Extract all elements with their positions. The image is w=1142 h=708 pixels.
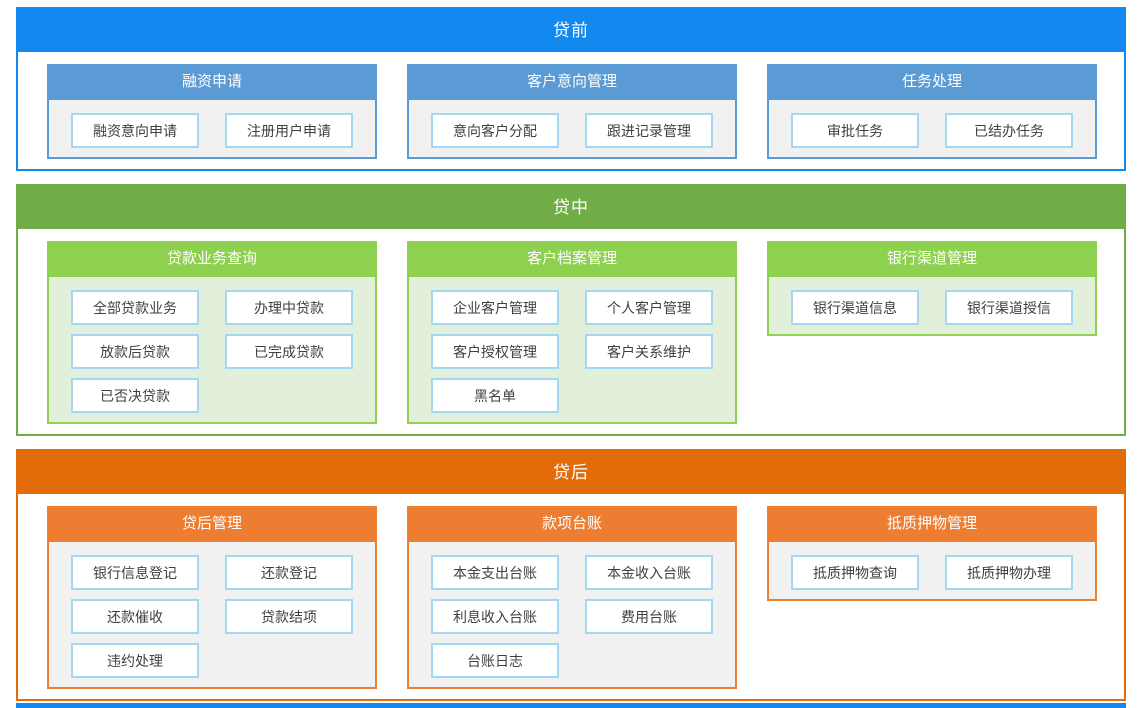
menu-button[interactable]: 台账日志 xyxy=(431,643,559,678)
panel-body: 审批任务已结办任务 xyxy=(767,100,1097,159)
panel-loan-business-query: 贷款业务查询全部贷款业务办理中贷款放款后贷款已完成贷款已否决贷款 xyxy=(47,241,377,424)
panel-title: 银行渠道管理 xyxy=(767,241,1097,277)
section-post-loan: 贷后贷后管理银行信息登记还款登记还款催收贷款结项违约处理款项台账本金支出台账本金… xyxy=(16,449,1126,701)
menu-button[interactable]: 已结办任务 xyxy=(945,113,1073,148)
panel-post-loan-management: 贷后管理银行信息登记还款登记还款催收贷款结项违约处理 xyxy=(47,506,377,689)
panel-financing-application: 融资申请融资意向申请注册用户申请 xyxy=(47,64,377,159)
menu-button[interactable]: 客户关系维护 xyxy=(585,334,713,369)
panel-title: 款项台账 xyxy=(407,506,737,542)
panel-title: 融资申请 xyxy=(47,64,377,100)
panel-body: 本金支出台账本金收入台账利息收入台账费用台账台账日志 xyxy=(407,542,737,689)
panel-body: 全部贷款业务办理中贷款放款后贷款已完成贷款已否决贷款 xyxy=(47,277,377,424)
menu-button[interactable]: 违约处理 xyxy=(71,643,199,678)
panel-title: 客户档案管理 xyxy=(407,241,737,277)
panel-body: 银行渠道信息银行渠道授信 xyxy=(767,277,1097,336)
menu-button[interactable]: 本金收入台账 xyxy=(585,555,713,590)
menu-button[interactable]: 贷款结项 xyxy=(225,599,353,634)
menu-button[interactable]: 还款催收 xyxy=(71,599,199,634)
panel-task-processing: 任务处理审批任务已结办任务 xyxy=(767,64,1097,159)
menu-button[interactable]: 抵质押物查询 xyxy=(791,555,919,590)
section-in-loan: 贷中贷款业务查询全部贷款业务办理中贷款放款后贷款已完成贷款已否决贷款客户档案管理… xyxy=(16,184,1126,436)
panel-title: 贷后管理 xyxy=(47,506,377,542)
panel-payment-ledger: 款项台账本金支出台账本金收入台账利息收入台账费用台账台账日志 xyxy=(407,506,737,689)
menu-button[interactable]: 利息收入台账 xyxy=(431,599,559,634)
section-pre-loan: 贷前融资申请融资意向申请注册用户申请客户意向管理意向客户分配跟进记录管理任务处理… xyxy=(16,7,1126,171)
section-body: 贷后管理银行信息登记还款登记还款催收贷款结项违约处理款项台账本金支出台账本金收入… xyxy=(18,494,1124,699)
section-title-pre-loan: 贷前 xyxy=(18,9,1124,52)
panel-body: 银行信息登记还款登记还款催收贷款结项违约处理 xyxy=(47,542,377,689)
menu-button[interactable]: 融资意向申请 xyxy=(71,113,199,148)
panel-customer-archive-management: 客户档案管理企业客户管理个人客户管理客户授权管理客户关系维护黑名单 xyxy=(407,241,737,424)
menu-button[interactable]: 办理中贷款 xyxy=(225,290,353,325)
panel-body: 融资意向申请注册用户申请 xyxy=(47,100,377,159)
panel-bank-channel-management: 银行渠道管理银行渠道信息银行渠道授信 xyxy=(767,241,1097,336)
panel-body: 企业客户管理个人客户管理客户授权管理客户关系维护黑名单 xyxy=(407,277,737,424)
menu-button[interactable]: 黑名单 xyxy=(431,378,559,413)
menu-button[interactable]: 企业客户管理 xyxy=(431,290,559,325)
panel-title: 客户意向管理 xyxy=(407,64,737,100)
menu-button[interactable]: 放款后贷款 xyxy=(71,334,199,369)
section-body: 贷款业务查询全部贷款业务办理中贷款放款后贷款已完成贷款已否决贷款客户档案管理企业… xyxy=(18,229,1124,434)
menu-button[interactable]: 抵质押物办理 xyxy=(945,555,1073,590)
menu-button[interactable]: 已完成贷款 xyxy=(225,334,353,369)
panel-customer-intention-management: 客户意向管理意向客户分配跟进记录管理 xyxy=(407,64,737,159)
menu-button[interactable]: 跟进记录管理 xyxy=(585,113,713,148)
section-body: 融资申请融资意向申请注册用户申请客户意向管理意向客户分配跟进记录管理任务处理审批… xyxy=(18,52,1124,169)
menu-button[interactable]: 费用台账 xyxy=(585,599,713,634)
partial-next-section-bar xyxy=(16,703,1126,708)
menu-button[interactable]: 银行信息登记 xyxy=(71,555,199,590)
menu-button[interactable]: 银行渠道授信 xyxy=(945,290,1073,325)
panel-title: 抵质押物管理 xyxy=(767,506,1097,542)
panel-collateral-management: 抵质押物管理抵质押物查询抵质押物办理 xyxy=(767,506,1097,601)
panel-body: 抵质押物查询抵质押物办理 xyxy=(767,542,1097,601)
section-title-post-loan: 贷后 xyxy=(18,451,1124,494)
menu-button[interactable]: 全部贷款业务 xyxy=(71,290,199,325)
menu-button[interactable]: 审批任务 xyxy=(791,113,919,148)
section-title-in-loan: 贷中 xyxy=(18,186,1124,229)
panel-title: 贷款业务查询 xyxy=(47,241,377,277)
menu-button[interactable]: 还款登记 xyxy=(225,555,353,590)
panel-body: 意向客户分配跟进记录管理 xyxy=(407,100,737,159)
menu-button[interactable]: 注册用户申请 xyxy=(225,113,353,148)
menu-button[interactable]: 已否决贷款 xyxy=(71,378,199,413)
panel-title: 任务处理 xyxy=(767,64,1097,100)
menu-button[interactable]: 客户授权管理 xyxy=(431,334,559,369)
menu-button[interactable]: 本金支出台账 xyxy=(431,555,559,590)
menu-button[interactable]: 意向客户分配 xyxy=(431,113,559,148)
menu-button[interactable]: 个人客户管理 xyxy=(585,290,713,325)
menu-button[interactable]: 银行渠道信息 xyxy=(791,290,919,325)
